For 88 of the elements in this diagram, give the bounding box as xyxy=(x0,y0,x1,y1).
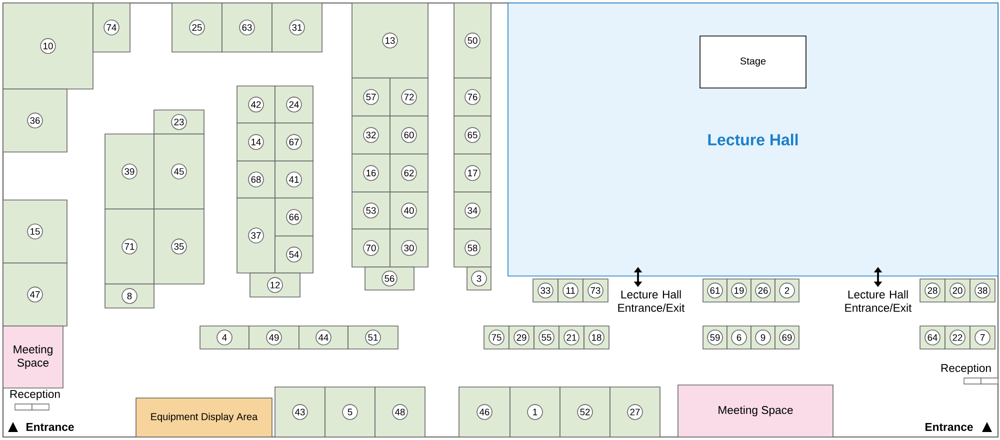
booth-box: 72 xyxy=(390,78,428,116)
booth-box: 15 xyxy=(2,200,68,264)
meeting-space-box: Meeting Space xyxy=(2,326,64,388)
booth-box: 54 xyxy=(274,236,314,274)
stage-box: Stage xyxy=(700,36,806,88)
booth-box: 63 xyxy=(222,2,272,52)
booth-box: 9 xyxy=(750,326,776,350)
entrance-exit-label: Lecture Hall Entrance/Exit xyxy=(845,290,912,312)
reception-label: Reception xyxy=(941,364,991,374)
booth-box: 74 xyxy=(92,2,130,52)
booth-box: 55 xyxy=(534,326,560,350)
booth-box: 42 xyxy=(236,86,276,124)
booth-box: 41 xyxy=(274,160,314,198)
node-label: 14 xyxy=(252,138,261,146)
booth-box: 3 xyxy=(466,266,492,290)
booth-box: 59 xyxy=(702,326,728,350)
booth-box: 56 xyxy=(364,266,414,290)
booth-box: 6 xyxy=(726,326,752,350)
booth-box: 22 xyxy=(944,326,970,350)
entrance-exit-label: Lecture Hall Entrance/Exit xyxy=(618,290,685,312)
booth-box: 36 xyxy=(2,88,68,152)
booth-box: 4 xyxy=(200,326,250,350)
booth-box: 17 xyxy=(454,154,492,192)
booth-box: 30 xyxy=(390,228,428,268)
booth-box: 53 xyxy=(352,192,390,230)
display-area-box: Equipment Display Area xyxy=(136,398,272,438)
booth-box: 57 xyxy=(352,78,390,116)
booth-box: 31 xyxy=(272,2,322,52)
node-label: 70 xyxy=(366,244,376,252)
booth-box: 21 xyxy=(558,326,584,350)
booth-box: 43 xyxy=(274,386,326,438)
booth-box: 47 xyxy=(2,262,68,326)
booth-box: 40 xyxy=(390,192,428,230)
booth-box: 32 xyxy=(352,116,390,154)
booth-box: 39 xyxy=(104,134,154,210)
node-label: 39 xyxy=(124,168,134,175)
booth-box: 64 xyxy=(920,326,946,350)
meeting-space-box: Meeting Space xyxy=(678,384,834,438)
booth-box: 20 xyxy=(944,278,970,302)
booth-box: 66 xyxy=(274,198,314,236)
booth-box: 76 xyxy=(454,78,492,116)
booth-box: 49 xyxy=(248,326,300,350)
booth-box: 26 xyxy=(750,278,776,302)
booth-box: 11 xyxy=(558,278,584,302)
booth-box: 33 xyxy=(532,278,558,302)
entrance-label: Entrance xyxy=(926,423,973,431)
booth-box: 73 xyxy=(582,278,608,302)
node-label: 53 xyxy=(366,207,376,214)
booth-box: 28 xyxy=(920,278,946,302)
booth-box: 52 xyxy=(560,386,610,438)
booth-box: 12 xyxy=(250,272,300,298)
booth-box: 34 xyxy=(454,192,492,230)
booth-box: 25 xyxy=(172,2,222,52)
booth-box: 60 xyxy=(390,116,428,154)
booth-box: 16 xyxy=(352,154,390,192)
booth-box: 69 xyxy=(774,326,800,350)
booth-box: 48 xyxy=(374,386,426,438)
booth-box: 75 xyxy=(484,326,510,350)
booth-box: 51 xyxy=(348,326,398,350)
booth-box: 62 xyxy=(390,154,428,192)
booth-box: 18 xyxy=(584,326,610,350)
node-label: 32 xyxy=(366,132,376,138)
booth-box: 8 xyxy=(104,284,154,308)
booth-box: 70 xyxy=(352,228,390,268)
booth-box: 38 xyxy=(970,278,996,302)
entrance-label: Entrance xyxy=(26,423,74,431)
booth-box: 65 xyxy=(454,116,492,154)
booth-box: 68 xyxy=(236,160,276,198)
booth-box: 14 xyxy=(236,122,276,162)
booth-box: 19 xyxy=(726,278,752,302)
node-label: 71 xyxy=(124,243,134,250)
booth-box: 5 xyxy=(324,386,376,438)
booth-box: 1 xyxy=(510,386,560,438)
booth-box: 24 xyxy=(274,86,314,124)
booth-box: 46 xyxy=(458,386,510,438)
node-label: 68 xyxy=(251,176,261,183)
node-label: 66 xyxy=(289,214,299,220)
booth-box: 7 xyxy=(970,326,996,350)
booth-box: 44 xyxy=(298,326,348,350)
booth-box: 27 xyxy=(610,386,660,438)
node-label: 57 xyxy=(366,94,376,100)
node-label: 16 xyxy=(366,170,376,176)
booth-box: 35 xyxy=(154,208,204,284)
booth-box: 67 xyxy=(274,122,314,162)
booth-box: 29 xyxy=(508,326,534,350)
booth-box: 23 xyxy=(154,110,204,134)
booth-box: 61 xyxy=(702,278,728,302)
booth-box: 2 xyxy=(774,278,800,302)
